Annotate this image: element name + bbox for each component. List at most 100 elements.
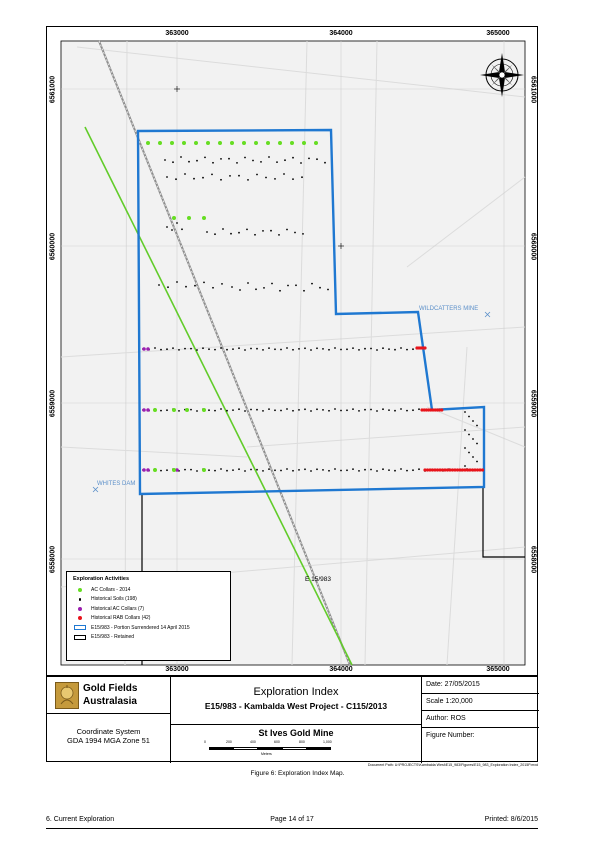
historical-soil-sample	[286, 347, 288, 349]
historical-soil-sample	[316, 468, 318, 471]
historical-soil-sample	[310, 410, 312, 412]
historical-soil-sample	[204, 156, 206, 159]
ac-collar-2014	[230, 141, 234, 145]
ac-collar-2014-icon	[78, 587, 82, 592]
historical-soil-sample	[476, 460, 478, 463]
northing-left-4: 6558000	[49, 545, 57, 574]
title-cell: Exploration Index E15/983 - Kambalda Wes…	[171, 677, 422, 725]
historical-soil-sample	[196, 410, 198, 412]
historical-soil-sample	[334, 468, 336, 470]
historical-soil-sample	[472, 456, 474, 458]
road-line	[84, 126, 353, 666]
historical-soil-sample	[176, 281, 178, 283]
historical-soil-sample	[268, 347, 270, 349]
historical-soil-sample	[406, 469, 408, 472]
historical-soil-sample	[300, 162, 302, 164]
scale-tick: 200	[226, 740, 232, 744]
historical-soil-sample	[276, 161, 278, 164]
historical-soil-sample	[418, 468, 420, 471]
company-name-line1: Gold Fields	[83, 683, 138, 694]
historical-soil-sample	[274, 178, 276, 180]
company-name-line2: Australasia	[83, 696, 137, 707]
historical-soil-sample	[412, 469, 414, 472]
legend-item: Historical AC Collars (7)	[73, 604, 230, 614]
northing-left-2: 6560000	[49, 232, 57, 261]
ac-collar-2014	[172, 408, 176, 412]
historical-soil-sample	[292, 469, 294, 472]
northing-right-4: 6558000	[529, 545, 537, 574]
historical-soil-sample	[340, 409, 342, 412]
historical-ac-collar	[142, 468, 146, 472]
historical-soil-sample	[364, 468, 366, 471]
historical-soil-sample	[274, 348, 276, 351]
ac-collar-2014	[172, 216, 176, 220]
historical-soil-sample	[212, 286, 214, 289]
historical-soil-sample	[304, 468, 306, 471]
historical-soil-sample	[388, 409, 390, 411]
historical-soil-sample	[239, 289, 241, 291]
historical-soil-sample	[472, 438, 474, 440]
historical-soil-sample	[280, 348, 282, 351]
ac-collar-2014	[153, 408, 157, 412]
historical-soil-sample	[310, 349, 312, 351]
historical-soil-sample	[352, 347, 354, 349]
ac-collar-2014	[170, 141, 174, 145]
map-frame[interactable]: WILDCATTERS MINE WHITES DAM E 15/983 363…	[46, 26, 538, 676]
historical-soil-sample	[294, 231, 296, 234]
historical-soil-sample	[292, 178, 294, 181]
historical-soil-sample	[287, 284, 289, 287]
scale-tick: 0	[204, 740, 206, 744]
historical-soil-sample	[214, 233, 216, 236]
historical-soil-sample	[464, 411, 466, 413]
historical-ac-collar	[142, 347, 146, 351]
historical-soil-sample	[175, 178, 177, 181]
historical-soil-sample	[250, 408, 252, 411]
historical-soil-sample	[166, 348, 168, 351]
historical-soil-sample	[172, 161, 174, 164]
historical-soil-sample	[394, 469, 396, 472]
historical-soil-sample	[171, 229, 173, 231]
company-cell: Gold Fields Australasia	[47, 677, 171, 714]
historical-soil-sample	[346, 409, 348, 412]
map-canvas[interactable]: WILDCATTERS MINE WHITES DAM E 15/983	[47, 27, 539, 677]
historical-soil-sample	[164, 159, 166, 161]
historical-soil-sample	[280, 409, 282, 412]
historical-soil-sample	[190, 408, 192, 411]
figure-number-cell: Figure Number:	[426, 732, 475, 739]
historical-soil-sample	[263, 287, 265, 289]
historical-soil-sample	[160, 409, 162, 412]
historical-soil-sample	[358, 349, 360, 351]
historical-rab-collar	[478, 468, 482, 472]
historical-soil-sample	[256, 468, 258, 471]
historical-soil-sample	[370, 408, 372, 411]
historical-soil-sample	[302, 233, 304, 235]
historical-soil-sample	[246, 228, 248, 231]
ac-collar-2014	[202, 408, 206, 412]
historical-soil-sample	[274, 469, 276, 472]
historical-soil-sample	[298, 469, 300, 471]
historical-rab-collar	[425, 468, 430, 472]
historical-soil-sample	[316, 347, 318, 350]
historical-rab-collar	[473, 468, 477, 472]
easting-bottom-2: 364000	[329, 666, 353, 673]
historical-soil-sample	[322, 348, 324, 350]
historical-soil-sample	[376, 470, 378, 472]
historical-soil-sample	[406, 409, 408, 412]
historical-soil-sample	[166, 226, 168, 228]
historical-soil-sample	[283, 173, 285, 175]
author-cell: Author: ROS	[422, 711, 539, 728]
historical-soil-sample	[418, 408, 420, 411]
historical-soil-sample	[322, 409, 324, 411]
project-title: E15/983 - Kambalda West Project - C115/2…	[204, 701, 388, 711]
ac-collar-2014	[202, 216, 206, 220]
historical-rab-collar	[438, 468, 442, 472]
historical-rab-collar	[465, 468, 470, 472]
date-cell: Date: 27/05/2015	[422, 677, 539, 694]
historical-soil-sample	[184, 173, 186, 175]
historical-soil-sample	[256, 347, 258, 350]
historical-soils-icon	[78, 598, 82, 601]
surrendered-boundary-icon	[74, 625, 86, 631]
historical-soil-sample	[160, 469, 162, 472]
map-legend: Exploration Activities AC Collars - 2014…	[66, 571, 231, 661]
historical-rab-collar	[435, 408, 439, 412]
